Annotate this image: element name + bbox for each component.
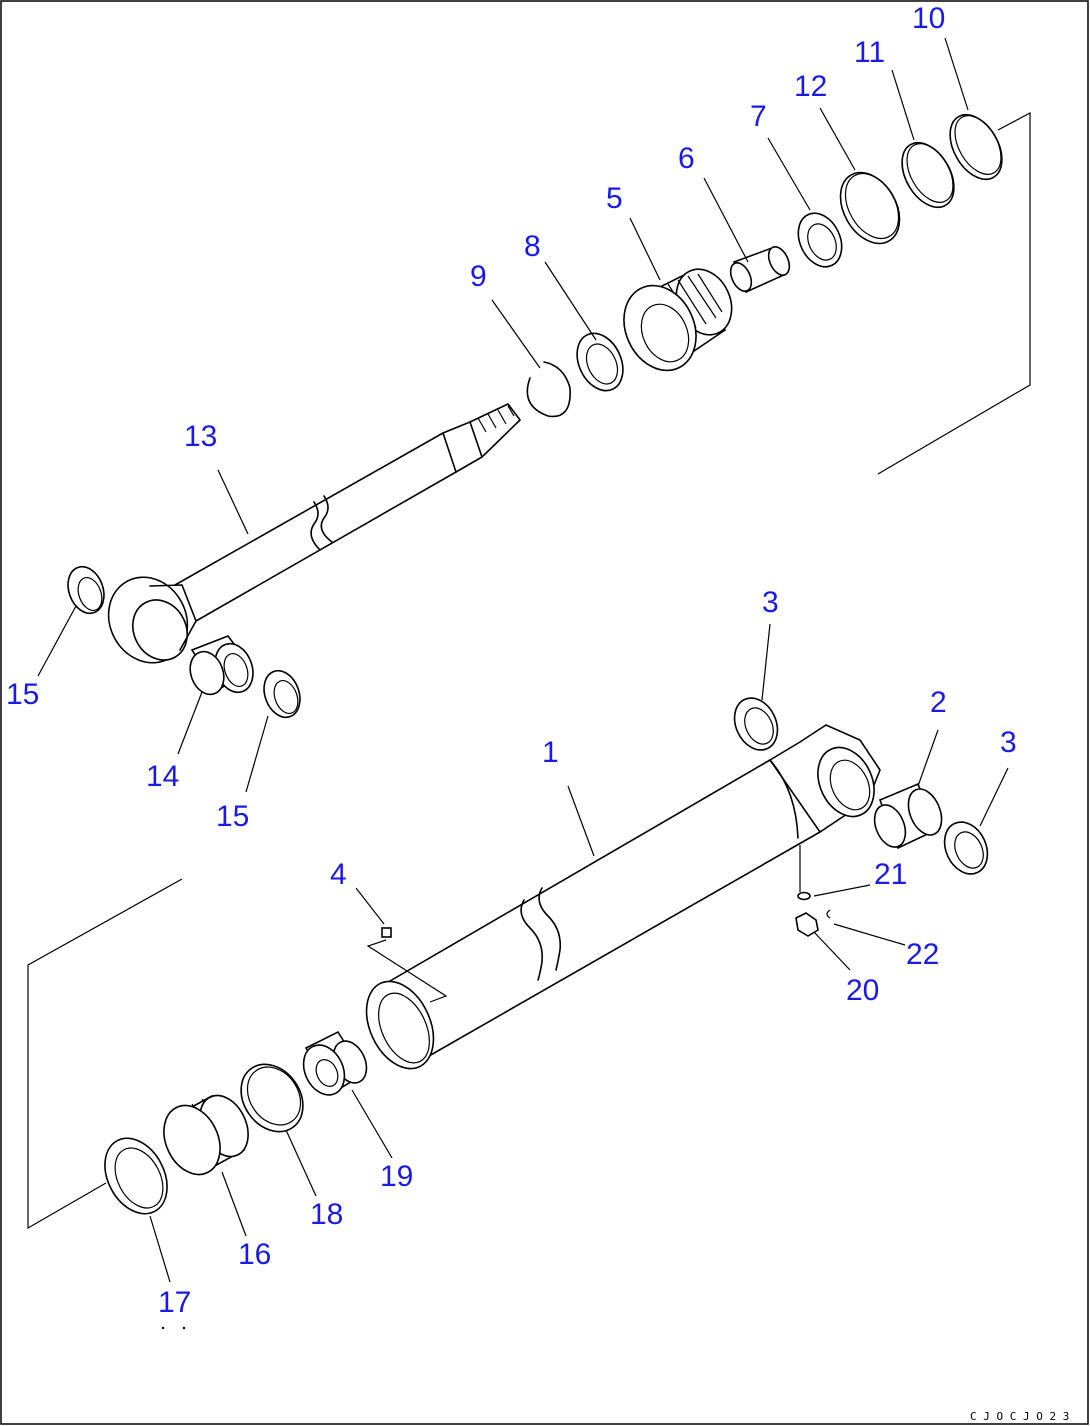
ring-17 (104, 1137, 168, 1215)
gland-16 (163, 1094, 249, 1176)
callout-17: 17 (158, 1286, 191, 1319)
grease-fitting-20 (795, 912, 819, 937)
callout-22: 22 (906, 938, 939, 971)
bushing-14 (189, 635, 254, 696)
drawing-code: C J O C J O 2 3 (970, 1410, 1069, 1423)
spacer-6 (729, 246, 791, 294)
piston-5 (623, 268, 733, 372)
callout-18: 18 (310, 1198, 343, 1231)
callout-6: 6 (678, 142, 695, 175)
callout-15-left: 15 (6, 678, 39, 711)
callout-3-top: 3 (762, 586, 779, 619)
callout-20: 20 (846, 974, 879, 1007)
seal-15-right (263, 669, 301, 719)
cap-22 (826, 909, 831, 919)
ring-18 (240, 1063, 304, 1133)
callout-7: 7 (750, 100, 767, 133)
mark-dot (161, 1326, 165, 1330)
callout-labels: 10 11 12 7 6 5 8 9 13 15 14 15 3 2 3 1 2… (6, 2, 1017, 1319)
ring-11 (901, 141, 955, 209)
plug-4 (366, 927, 448, 1003)
callout-9: 9 (470, 260, 487, 293)
callout-11: 11 (854, 36, 885, 69)
piston-rod-13 (107, 403, 521, 664)
nut-19 (302, 1030, 368, 1096)
nut-7 (797, 212, 843, 268)
callout-4: 4 (330, 858, 347, 891)
leader-lines (37, 37, 1009, 1283)
callout-21: 21 (874, 858, 907, 891)
callout-19: 19 (380, 1160, 413, 1193)
callout-5: 5 (606, 182, 623, 215)
cylinder-tube-1 (365, 724, 881, 1070)
callout-2: 2 (930, 686, 947, 719)
bushing-3-top (733, 697, 779, 751)
rod-group-bracket (877, 112, 1031, 475)
seal-15-left (67, 565, 105, 615)
bushing-3-right (943, 821, 989, 875)
snap-ring-9 (526, 361, 571, 418)
callout-10: 10 (912, 2, 945, 35)
ring-10 (949, 113, 1003, 181)
bottom-group-bracket (27, 878, 183, 1230)
callout-13: 13 (184, 420, 217, 453)
callout-8: 8 (524, 230, 541, 263)
callout-3-right: 3 (1000, 726, 1017, 759)
bushing-2 (873, 782, 943, 850)
mark-dot (182, 1326, 186, 1330)
callout-1: 1 (542, 736, 559, 769)
callout-12: 12 (794, 70, 827, 103)
callout-14: 14 (146, 760, 179, 793)
callout-16: 16 (238, 1238, 271, 1271)
callout-15-bottom: 15 (216, 800, 249, 833)
o-ring-21 (797, 891, 811, 901)
ring-12 (839, 171, 901, 245)
ring-8 (576, 332, 624, 392)
